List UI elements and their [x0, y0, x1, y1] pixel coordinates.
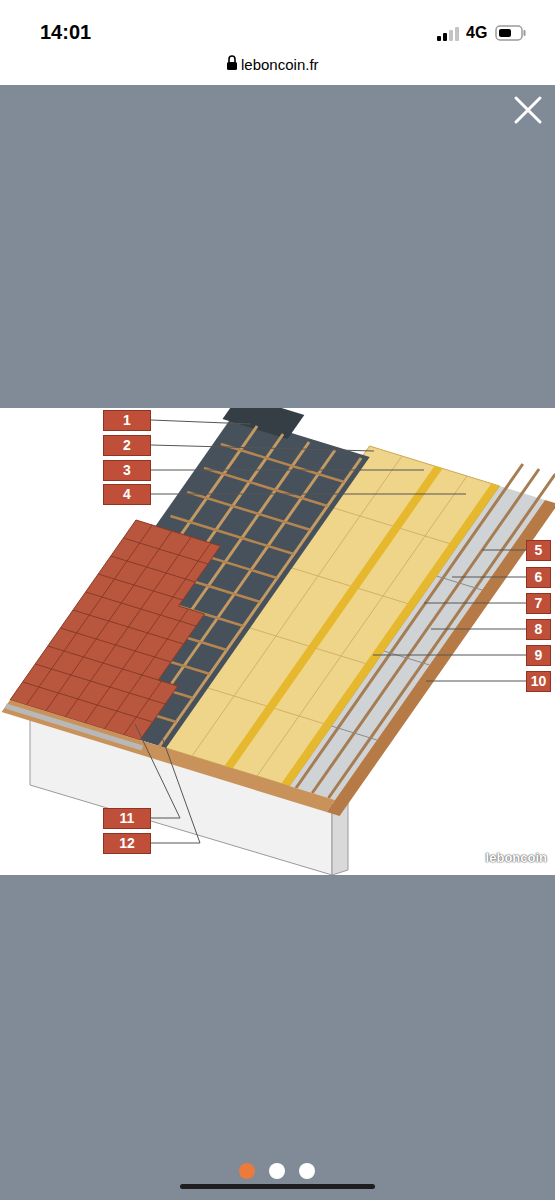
callout-text: 8 — [535, 622, 543, 636]
callout-text: 6 — [535, 570, 543, 584]
callout-text: 9 — [535, 648, 543, 662]
callout-number: 11 — [103, 808, 151, 829]
status-bar — [0, 0, 555, 85]
leader-lines — [135, 420, 526, 843]
status-time: 14:01 — [40, 21, 91, 44]
signal-icon — [437, 27, 459, 41]
callout-text: 11 — [120, 811, 135, 825]
battery-icon — [496, 26, 526, 40]
callout-number: 12 — [103, 833, 151, 854]
callout-number: 5 — [526, 540, 551, 561]
pager-dots — [239, 1163, 315, 1179]
callout-text: 5 — [535, 543, 543, 557]
site-url: leboncoin.fr — [241, 56, 319, 73]
callout-number: 7 — [526, 593, 551, 614]
callout-text: 3 — [123, 463, 131, 477]
image-ground — [0, 408, 555, 875]
home-bar — [180, 1184, 375, 1189]
network-type: 4G — [466, 24, 487, 42]
callout-number: 6 — [526, 567, 551, 588]
callout-number: 8 — [526, 619, 551, 640]
callout-number: 2 — [103, 435, 151, 456]
callout-number: 3 — [103, 460, 151, 481]
callout-text: 2 — [123, 438, 131, 452]
lock-icon — [227, 56, 237, 70]
watermark: leboncoin — [486, 851, 547, 866]
callout-text: 1 — [123, 413, 131, 427]
close-icon — [516, 98, 540, 122]
callout-text: 4 — [123, 487, 131, 501]
callout-text: 10 — [531, 674, 547, 688]
callout-text: 12 — [119, 836, 135, 850]
callout-number: 9 — [526, 645, 551, 666]
callout-number: 4 — [103, 484, 151, 505]
callout-number: 1 — [103, 410, 151, 431]
roof — [2, 408, 555, 816]
callout-number: 10 — [526, 671, 551, 692]
callout-text: 7 — [535, 596, 543, 610]
